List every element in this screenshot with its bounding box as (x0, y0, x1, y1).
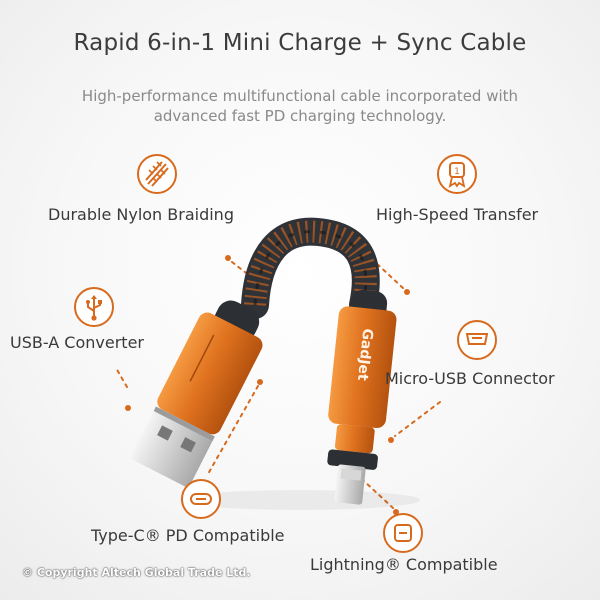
feature-label-usba: USB-A Converter (10, 333, 144, 352)
lightning-feature-icon (383, 513, 423, 553)
nylon-feature-icon (137, 154, 177, 194)
svg-text:1: 1 (454, 167, 460, 177)
brand-logo: GadJet (354, 328, 375, 382)
usba-feature-icon (74, 287, 114, 327)
transfer-feature-icon: 1 (437, 154, 477, 194)
typec-feature-icon (181, 479, 221, 519)
leader-line-micro (394, 401, 441, 437)
feature-label-micro: Micro-USB Connector (385, 369, 555, 388)
micro-usb-port-icon (465, 333, 489, 345)
feature-label-typec: Type-C® PD Compatible (91, 526, 285, 545)
lightning-connector: GadJet (327, 289, 397, 505)
usb-a-connector (129, 300, 263, 489)
leader-dot-usba (125, 405, 131, 411)
page-subtitle: High-performance multifunctional cable i… (81, 87, 519, 125)
braid-icon (145, 161, 169, 187)
leader-dot-nylon (225, 255, 231, 261)
leader-line-usba (115, 367, 128, 388)
medal-icon: 1 (448, 162, 466, 188)
leader-line-transfer (374, 261, 404, 289)
micro-feature-icon (457, 320, 497, 360)
leader-dot-micro (388, 437, 394, 443)
page-title: Rapid 6-in-1 Mini Charge + Sync Cable (73, 30, 527, 56)
feature-label-nylon: Durable Nylon Braiding (48, 205, 234, 224)
feature-label-transfer: High-Speed Transfer (376, 205, 539, 224)
leader-dot-typec (257, 379, 263, 385)
lightning-port-icon (394, 524, 412, 542)
type-c-port-icon (190, 493, 212, 505)
copyright-watermark: © Copyright Altech Global Trade Ltd. (22, 566, 251, 579)
feature-label-lightning: Lightning® Compatible (310, 555, 498, 574)
leader-line-typec (207, 385, 259, 475)
usb-icon (86, 295, 102, 321)
leader-dot-transfer (404, 289, 410, 295)
leader-line-nylon (231, 261, 269, 291)
